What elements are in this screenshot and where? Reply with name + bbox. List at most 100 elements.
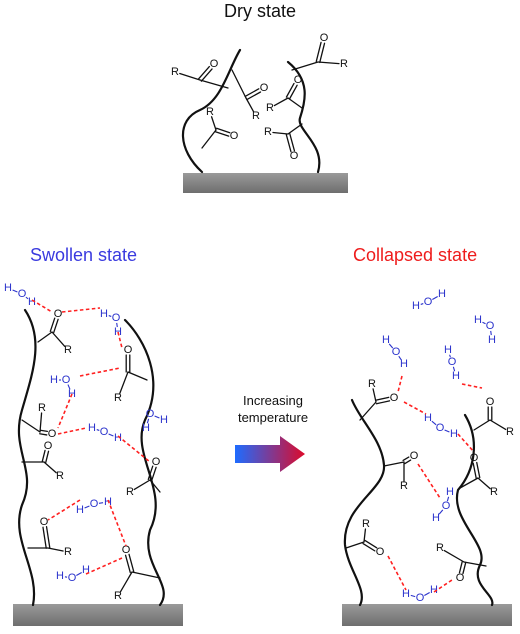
water-oxygen: O xyxy=(392,346,401,358)
r-group-atom: R xyxy=(126,486,134,498)
hydrogen-bond xyxy=(117,435,151,463)
double-bond xyxy=(289,132,296,152)
hydrogen-bond xyxy=(457,433,475,453)
double-bond xyxy=(402,456,410,462)
carbonyl-group: OR xyxy=(114,344,148,404)
r-group-atom: R xyxy=(266,102,274,114)
water-hydrogen: H xyxy=(452,370,460,382)
oxygen-atom: O xyxy=(260,82,269,94)
double-bond xyxy=(39,429,49,433)
r-group-atom: R xyxy=(114,392,122,404)
water-hydrogen: H xyxy=(142,422,150,434)
double-bond xyxy=(147,465,154,481)
double-bond xyxy=(285,82,295,98)
water-hydrogen: H xyxy=(68,388,76,400)
hydrogen-bond xyxy=(31,299,53,313)
water-oxygen: O xyxy=(436,422,445,434)
water-bond xyxy=(76,572,82,576)
hydrogen-bond xyxy=(397,375,403,393)
chain-bond xyxy=(201,129,217,149)
hydrogen-bond xyxy=(57,393,73,429)
carbonyl-group: OR xyxy=(264,123,303,162)
r-group-atom: R xyxy=(362,518,370,530)
double-bond xyxy=(244,88,260,98)
water-molecule: OHH xyxy=(142,408,168,434)
collapsed-state-title: Collapsed state xyxy=(353,245,478,265)
water-hydrogen: H xyxy=(400,358,408,370)
r-bond xyxy=(489,419,507,431)
oxygen-atom: O xyxy=(210,58,219,70)
double-bond xyxy=(215,127,231,134)
water-hydrogen: H xyxy=(4,282,12,294)
water-hydrogen: H xyxy=(430,584,438,596)
oxygen-atom: O xyxy=(44,440,53,452)
chain-bond xyxy=(231,69,247,99)
water-hydrogen: H xyxy=(446,486,454,498)
r-group-atom: R xyxy=(64,344,72,356)
substrate xyxy=(13,604,183,626)
swollen-state-title: Swollen state xyxy=(30,245,138,265)
hydrogen-bond xyxy=(107,499,127,547)
water-bond xyxy=(146,418,150,424)
water-hydrogen: H xyxy=(82,564,90,576)
water-bond xyxy=(424,592,430,596)
water-hydrogen: H xyxy=(114,432,122,444)
oxygen-atom: O xyxy=(48,428,57,440)
carbonyl-group: OR xyxy=(201,106,239,149)
oxygen-atom: O xyxy=(390,392,399,404)
water-bond xyxy=(449,354,451,358)
water-hydrogen: H xyxy=(76,504,84,516)
oxygen-atom: O xyxy=(486,396,495,408)
water-hydrogen: H xyxy=(28,296,36,308)
carbonyl-group: OR xyxy=(473,396,514,438)
r-bond xyxy=(363,528,367,543)
r-bond xyxy=(273,97,289,107)
carbonyl-group: OR xyxy=(171,58,229,89)
hydrogen-bond xyxy=(79,367,121,377)
water-oxygen: O xyxy=(62,374,71,386)
double-bond xyxy=(462,561,467,575)
water-oxygen: O xyxy=(486,320,495,332)
hydrogen-bond xyxy=(57,427,87,435)
water-molecule: OHH xyxy=(382,334,408,370)
r-bond xyxy=(43,461,57,474)
water-bond xyxy=(108,433,114,437)
hydrogen-bond xyxy=(461,383,483,389)
water-bond xyxy=(108,315,112,317)
r-bond xyxy=(317,61,340,65)
oxygen-atom: O xyxy=(456,572,465,584)
water-bond xyxy=(84,505,90,509)
chain-bond xyxy=(287,97,303,109)
water-oxygen: O xyxy=(18,288,27,300)
water-bond xyxy=(67,384,71,390)
water-bond xyxy=(12,289,18,293)
oxygen-atom: O xyxy=(376,546,385,558)
double-bond xyxy=(41,449,46,463)
carbonyl-group: OR xyxy=(114,544,161,602)
double-bond xyxy=(197,65,211,80)
r-group-atom: R xyxy=(64,546,72,558)
water-oxygen: O xyxy=(90,498,99,510)
dry-state-title: Dry state xyxy=(223,1,297,21)
oxygen-atom: O xyxy=(294,74,303,86)
water-bond xyxy=(438,509,444,515)
polymer-chain xyxy=(181,48,242,174)
oxygen-atom: O xyxy=(54,308,63,320)
chain-bond xyxy=(149,479,161,493)
water-bond xyxy=(410,594,416,598)
r-bond xyxy=(210,116,217,131)
r-bond xyxy=(39,412,43,433)
water-hydrogen: H xyxy=(100,308,108,320)
water-oxygen: O xyxy=(68,572,77,584)
double-bond xyxy=(472,462,477,480)
hydrogen-bond xyxy=(433,579,453,593)
r-group-atom: R xyxy=(38,402,46,414)
gradient-arrow xyxy=(235,436,305,472)
temperature-arrow xyxy=(235,436,305,472)
water-bond xyxy=(446,496,450,502)
oxygen-atom: O xyxy=(122,544,131,556)
water-bond xyxy=(98,502,104,504)
r-bond xyxy=(272,131,289,135)
oxygen-atom: O xyxy=(152,456,161,468)
